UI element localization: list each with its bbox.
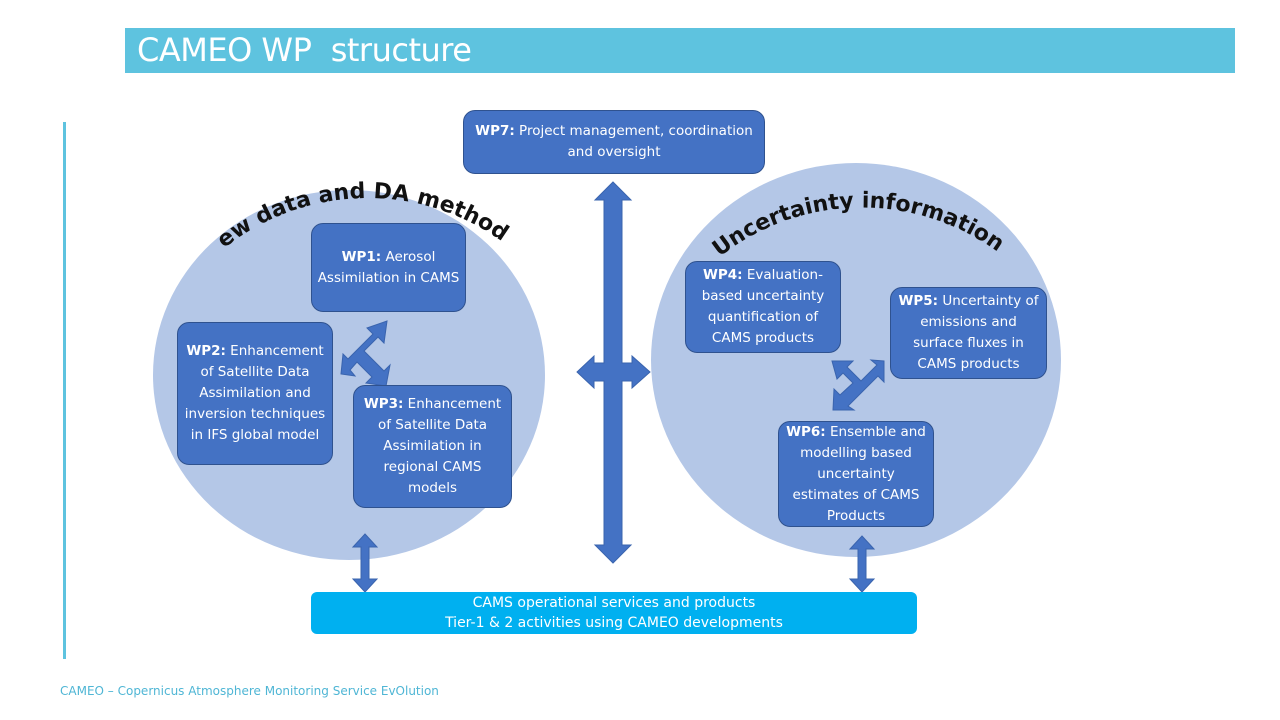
cams-operational-bar: CAMS operational services and products T… [311, 592, 917, 634]
wp5-text: Uncertainty of emissions and surface flu… [913, 293, 1039, 372]
cams-bar-line1: CAMS operational services and products [472, 595, 756, 611]
slide-footer: CAMEO – Copernicus Atmosphere Monitoring… [60, 684, 439, 698]
wp3-id: WP3: [363, 396, 404, 412]
central-cross-arrow [576, 181, 651, 564]
wp5-box[interactable]: WP5: Uncertainty of emissions and surfac… [890, 287, 1047, 379]
wp3-text: Enhancement of Satellite Data Assimilati… [377, 396, 502, 496]
title-bar: CAMEO WP structure [125, 28, 1235, 73]
wp1-text: Aerosol Assimilation in CAMS [317, 248, 460, 286]
wp7-box[interactable]: WP7: Project management, coordination an… [463, 110, 765, 174]
wp3-box[interactable]: WP3: Enhancement of Satellite Data Assim… [353, 385, 512, 508]
wp2-id: WP2: [186, 343, 226, 359]
wp5-id: WP5: [898, 293, 939, 309]
wp1-box[interactable]: WP1: Aerosol Assimilation in CAMS [311, 223, 466, 312]
right-tri-arrow [831, 359, 885, 411]
right-bottom-arrow [848, 535, 876, 593]
wp2-text: Enhancement of Satellite Data Assimilati… [184, 343, 326, 443]
wp7-id: WP7: [475, 123, 515, 139]
wp4-box[interactable]: WP4: Evaluation-based uncertainty quanti… [685, 261, 841, 353]
slide-title: CAMEO WP structure [137, 31, 472, 69]
side-rule [63, 122, 66, 659]
wp7-text: Project management, coordination and ove… [514, 123, 753, 160]
left-tri-arrow [340, 320, 391, 387]
wp6-id: WP6: [786, 423, 826, 440]
left-bottom-arrow [351, 533, 379, 593]
wp2-box[interactable]: WP2: Enhancement of Satellite Data Assim… [177, 322, 333, 465]
cams-bar-line2: Tier-1 & 2 activities using CAMEO develo… [445, 615, 783, 631]
wp4-text: Evaluation-based uncertainty quantificat… [701, 267, 825, 346]
wp1-id: WP1: [341, 248, 382, 265]
wp4-id: WP4: [703, 267, 743, 283]
wp6-text: Ensemble and modelling based uncertainty… [792, 423, 926, 524]
wp6-box[interactable]: WP6: Ensemble and modelling based uncert… [778, 421, 934, 527]
